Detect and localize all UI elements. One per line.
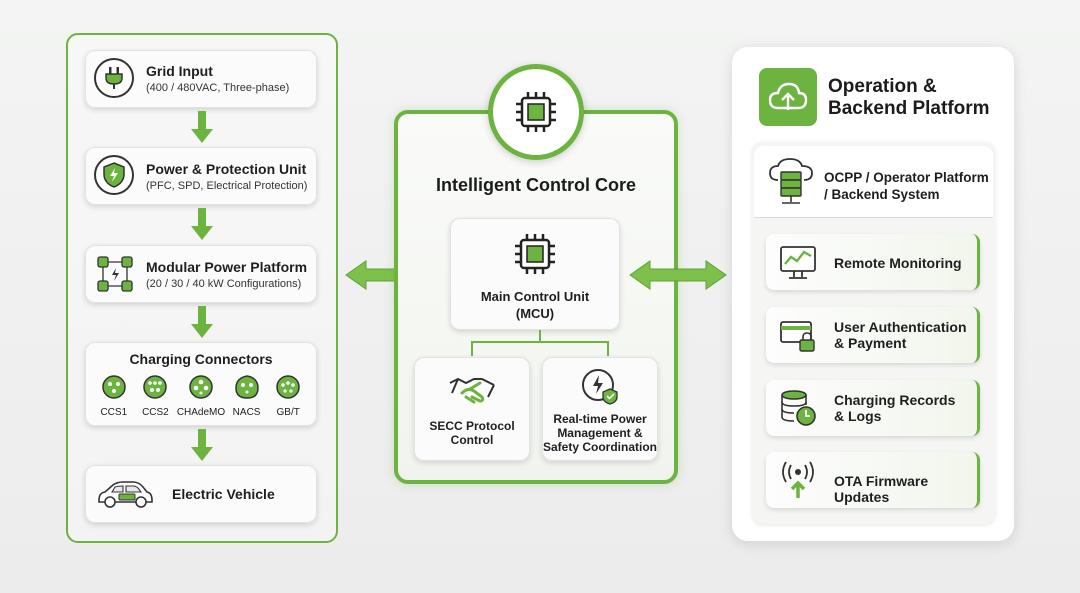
user-authentication-card[interactable]: User Authentication & Payment — [766, 307, 980, 363]
shield-bolt-icon — [94, 155, 134, 195]
realtime-line3: Safety Coordination — [542, 440, 657, 454]
connector-chademo: CHAdeMO — [176, 374, 226, 418]
grid-input-sub: (400 / 480VAC, Three-phase) — [146, 82, 290, 94]
bidirectional-arrow-icon — [629, 260, 727, 290]
grid-input-card[interactable]: Grid Input (400 / 480VAC, Three-phase) — [85, 50, 317, 108]
realtime-line1: Real-time Power — [553, 412, 647, 426]
charging-records-card[interactable]: Charging Records & Logs — [766, 380, 980, 436]
ocpp-platform-header[interactable]: OCPP / Operator Platform / Backend Syste… — [754, 146, 993, 218]
auth-line2: & Payment — [834, 335, 907, 351]
modular-power-card[interactable]: Modular Power Platform (20 / 30 / 40 kW … — [85, 245, 317, 303]
main-control-unit-card[interactable]: Main Control Unit (MCU) — [450, 218, 620, 330]
grid-input-title: Grid Input — [146, 63, 213, 79]
flow-arrow-down-icon — [191, 429, 213, 461]
right-title-line1: Operation & — [828, 76, 937, 97]
cloud-upload-icon — [759, 68, 817, 126]
secc-line2: Control — [450, 433, 494, 447]
records-line2: & Logs — [834, 408, 882, 424]
secc-protocol-card[interactable]: SECC Protocol Control — [414, 357, 530, 461]
flow-arrow-down-icon — [191, 111, 213, 143]
charging-connectors-card[interactable]: Charging Connectors CCS1 CCS2 CHAdeMO NA… — [85, 342, 317, 426]
connector-label: GB/T — [276, 407, 300, 418]
connector-icon — [276, 375, 300, 399]
ocpp-line2: / Backend System — [824, 187, 940, 202]
secc-line1: SECC Protocol — [429, 419, 515, 433]
connector-label: NACS — [232, 407, 261, 418]
realtime-power-card[interactable]: Real-time Power Management & Safety Coor… — [542, 357, 658, 461]
flow-arrow-down-icon — [191, 306, 213, 338]
chip-icon — [515, 234, 555, 274]
core-chip-badge — [488, 64, 584, 160]
cloud-server-icon — [769, 158, 813, 204]
car-icon — [95, 478, 155, 510]
charging-connectors-title: Charging Connectors — [129, 351, 273, 367]
connector-ccs2: CCS2 — [135, 374, 177, 418]
connector-icon — [189, 375, 213, 399]
connector-ccs1: CCS1 — [93, 374, 135, 418]
connector-icon — [234, 375, 259, 399]
right-title-line2: Backend Platform — [828, 98, 990, 119]
auth-line1: User Authentication — [834, 319, 967, 335]
chip-icon — [516, 92, 556, 132]
center-title: Intelligent Control Core — [436, 175, 636, 195]
mcu-line2: (MCU) — [515, 306, 555, 321]
ota-label: OTA Firmware Updates — [834, 473, 929, 505]
connector-nacs: NACS — [226, 374, 268, 418]
connector-icon — [102, 375, 126, 399]
connector-icon — [143, 375, 168, 399]
mcu-line1: Main Control Unit — [480, 289, 590, 304]
connector-label: CCS2 — [142, 407, 169, 418]
modular-power-sub: (20 / 30 / 40 kW Configurations) — [146, 278, 302, 290]
card-lock-icon — [780, 321, 815, 352]
database-clock-icon — [781, 390, 816, 426]
monitor-chart-icon — [780, 246, 816, 279]
broadcast-icon — [782, 461, 814, 498]
connector-gbt: GB/T — [267, 374, 309, 418]
records-line1: Charging Records — [834, 392, 956, 408]
connector-label: CCS1 — [100, 407, 128, 418]
power-protection-sub: (PFC, SPD, Electrical Protection) — [146, 180, 308, 192]
handshake-icon — [449, 377, 495, 404]
modular-power-title: Modular Power Platform — [146, 259, 308, 275]
power-protection-title: Power & Protection Unit — [146, 161, 307, 177]
modules-icon — [95, 254, 135, 294]
realtime-line2: Management & — [557, 426, 643, 440]
gauge-shield-icon — [582, 369, 618, 405]
power-protection-card[interactable]: Power & Protection Unit (PFC, SPD, Elect… — [85, 147, 317, 205]
remote-monitoring-card[interactable]: Remote Monitoring — [766, 234, 980, 290]
mcu-branch-connector — [471, 330, 609, 356]
flow-arrow-down-icon — [191, 208, 213, 240]
connector-label: CHAdeMO — [176, 407, 226, 418]
plug-icon — [94, 58, 134, 98]
ocpp-line1: OCPP / Operator Platform — [824, 170, 989, 185]
electric-vehicle-title: Electric Vehicle — [172, 486, 275, 502]
ota-firmware-card[interactable]: OTA Firmware Updates — [766, 452, 980, 508]
electric-vehicle-card[interactable]: Electric Vehicle — [85, 465, 317, 523]
remote-monitoring-label: Remote Monitoring — [834, 255, 962, 271]
